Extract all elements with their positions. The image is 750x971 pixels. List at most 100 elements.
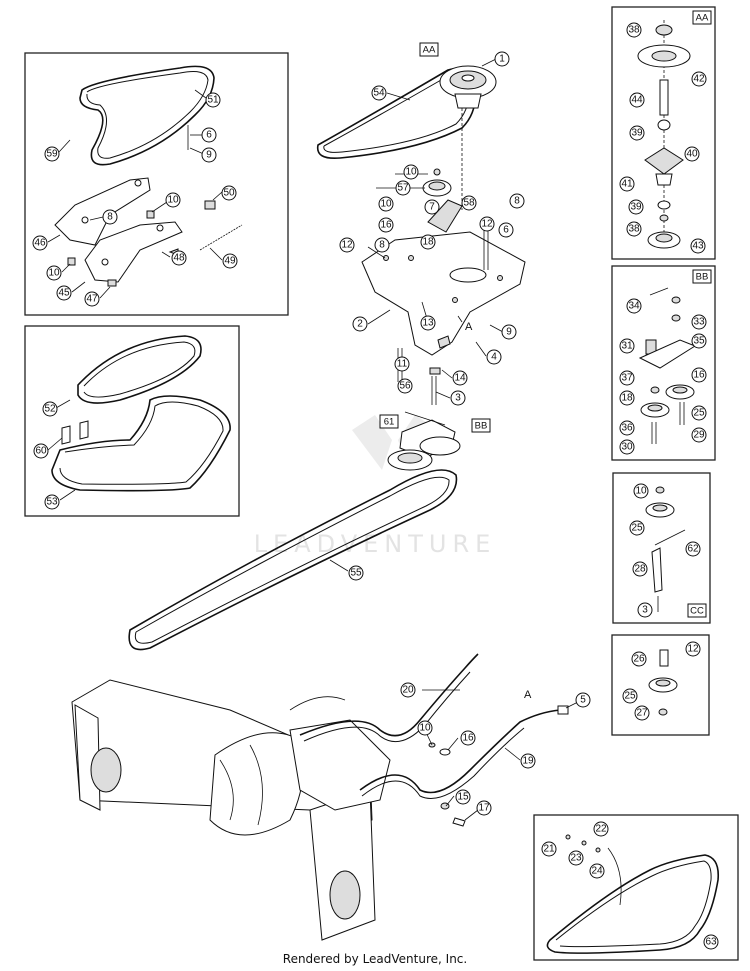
callout-46: 46 — [32, 235, 48, 251]
svg-text:17: 17 — [478, 803, 490, 814]
callout-9: 9 — [201, 147, 217, 163]
callout-47: 47 — [84, 291, 100, 307]
svg-text:AA: AA — [696, 13, 709, 24]
tag-bb-box: BB — [692, 269, 712, 284]
svg-text:16: 16 — [380, 220, 392, 231]
callout-21: 21 — [541, 841, 557, 857]
svg-text:44: 44 — [631, 95, 643, 106]
svg-text:29: 29 — [693, 430, 705, 441]
callout-31: 31 — [619, 338, 635, 354]
svg-text:1: 1 — [499, 54, 505, 65]
svg-text:12: 12 — [481, 219, 493, 230]
callout-30: 30 — [619, 439, 635, 455]
callout-38: 38 — [626, 221, 642, 237]
svg-text:21: 21 — [543, 844, 555, 855]
callout-3: 3 — [637, 602, 653, 618]
svg-text:60: 60 — [35, 446, 47, 457]
callout-24: 24 — [589, 863, 605, 879]
svg-text:10: 10 — [380, 199, 392, 210]
callout-14: 14 — [452, 370, 468, 386]
tag-aa-main: AA — [419, 42, 439, 57]
cc-exploded-parts — [645, 486, 686, 612]
callout-41: 41 — [619, 176, 635, 192]
svg-text:50: 50 — [223, 188, 235, 199]
svg-text:18: 18 — [422, 237, 434, 248]
callout-39: 39 — [628, 199, 644, 215]
callout-10: 10 — [417, 720, 433, 736]
idler-bracket-assembly — [54, 125, 243, 287]
callout-37: 37 — [619, 370, 635, 386]
svg-text:53: 53 — [46, 497, 58, 508]
svg-text:20: 20 — [402, 685, 414, 696]
svg-text:43: 43 — [692, 241, 704, 252]
svg-text:11: 11 — [397, 359, 408, 370]
svg-text:25: 25 — [631, 523, 643, 534]
svg-text:14: 14 — [454, 373, 466, 384]
svg-text:51: 51 — [207, 95, 219, 106]
svg-text:12: 12 — [687, 644, 699, 655]
bb-exploded-parts — [638, 287, 697, 444]
callout-55: 55 — [348, 565, 364, 581]
callout-16: 16 — [378, 217, 394, 233]
control-rod-19 — [359, 705, 569, 799]
callout-36: 36 — [619, 420, 635, 436]
callout-15: 15 — [455, 789, 471, 805]
svg-text:58: 58 — [463, 198, 475, 209]
callout-12: 12 — [685, 641, 701, 657]
callout-33: 33 — [691, 314, 707, 330]
belt-63-parts — [546, 834, 720, 954]
svg-text:BB: BB — [696, 272, 709, 283]
callout-58: 58 — [461, 195, 477, 211]
svg-text:10: 10 — [405, 167, 417, 178]
belt-51 — [79, 65, 215, 166]
tag-61: 61 — [379, 414, 399, 429]
svg-text:12: 12 — [341, 240, 353, 251]
belt-guides-60 — [61, 420, 89, 445]
callout-8: 8 — [509, 193, 525, 209]
svg-text:9: 9 — [506, 327, 512, 338]
callout-45: 45 — [56, 285, 72, 301]
svg-text:24: 24 — [591, 866, 603, 877]
callout-6: 6 — [201, 127, 217, 143]
svg-text:34: 34 — [628, 301, 640, 312]
callout-25: 25 — [691, 405, 707, 421]
svg-text:AA: AA — [423, 45, 436, 56]
svg-text:7: 7 — [429, 202, 435, 213]
svg-text:23: 23 — [570, 853, 582, 864]
callout-38: 38 — [626, 22, 642, 38]
belt-53 — [51, 395, 231, 492]
callout-63: 63 — [703, 934, 719, 950]
callout-42: 42 — [691, 71, 707, 87]
svg-text:26: 26 — [633, 654, 645, 665]
svg-text:BB: BB — [475, 421, 488, 432]
callout-16: 16 — [460, 730, 476, 746]
callout-7: 7 — [424, 199, 440, 215]
svg-text:35: 35 — [693, 336, 705, 347]
pulley-57 — [422, 168, 452, 197]
svg-text:47: 47 — [86, 294, 98, 305]
svg-text:56: 56 — [399, 381, 411, 392]
svg-text:16: 16 — [693, 370, 705, 381]
svg-text:10: 10 — [167, 195, 179, 206]
svg-text:54: 54 — [373, 88, 385, 99]
svg-text:49: 49 — [224, 256, 236, 267]
callout-group: 1 54 51 59 6 9 10 8 50 46 10 45 47 48 49… — [32, 22, 719, 950]
callout-19: 19 — [520, 753, 536, 769]
svg-text:25: 25 — [693, 408, 705, 419]
callout-25: 25 — [629, 520, 645, 536]
callout-52: 52 — [42, 401, 58, 417]
tag-aa-box: AA — [692, 10, 712, 25]
callout-49: 49 — [222, 253, 238, 269]
callout-9: 9 — [501, 324, 517, 340]
detail-box-bb — [611, 265, 716, 461]
svg-text:31: 31 — [621, 341, 633, 352]
svg-text:3: 3 — [642, 605, 648, 616]
svg-text:15: 15 — [457, 792, 469, 803]
svg-text:10: 10 — [48, 268, 60, 279]
callout-6: 6 — [498, 222, 514, 238]
detail-box-belts-brackets — [24, 52, 289, 316]
callout-40: 40 — [684, 146, 700, 162]
callout-28: 28 — [632, 561, 648, 577]
callout-17: 17 — [476, 800, 492, 816]
